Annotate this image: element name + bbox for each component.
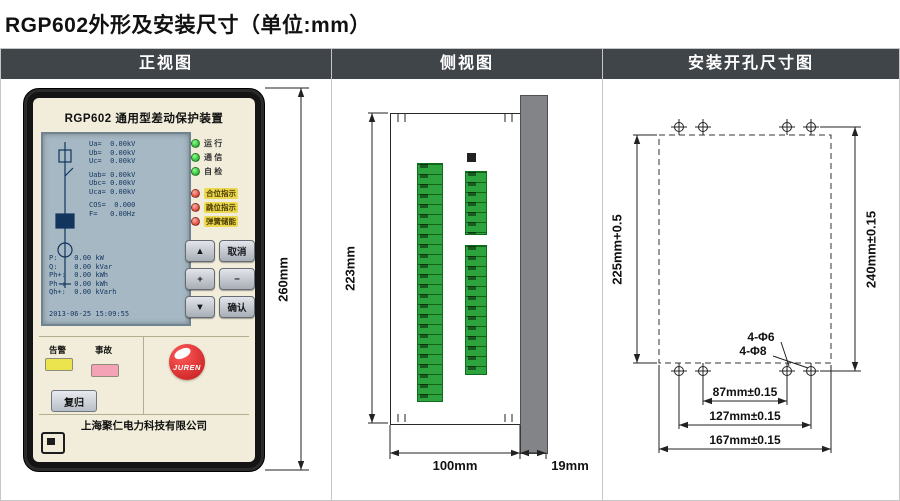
device-face: RGP602 通用型差动保护装置 xyxy=(33,98,255,462)
page-title: RGP602外形及安装尺寸（单位:mm） xyxy=(5,14,371,37)
oneline-diagram xyxy=(55,142,75,288)
front-bezel-side xyxy=(520,95,548,454)
dim-panel-thickness: 19mm xyxy=(551,458,589,473)
divider-line xyxy=(143,336,144,414)
led-run-dot xyxy=(191,138,200,148)
panel-cutout-header: 安装开孔尺寸图 xyxy=(603,49,899,79)
lcd-datetime: 2013-06-25 15:09:55 xyxy=(49,310,130,318)
alarm-label: 告警 xyxy=(49,345,67,355)
dim-side-depth: 100mm xyxy=(432,458,478,473)
device-lcd-screen: Ua= 0.00kV Ub= 0.00kV Uc= 0.00kV Uab= 0.… xyxy=(41,132,191,326)
terminal-block-upper-right xyxy=(465,171,487,235)
button-confirm: 确认 xyxy=(219,296,255,318)
lcd-line: Q: 0.00 kVar xyxy=(49,262,113,271)
terminal-block-lower-right xyxy=(465,245,487,375)
led-spring-label: 弹簧储能 xyxy=(204,215,238,227)
led-trip-position: 跳位指示 xyxy=(191,201,238,213)
cutout-drawing: 225mm+0.5 240mm±0.15 87mm±0.15 127mm±0.1… xyxy=(603,79,899,500)
lcd-phase-voltages: Ua= 0.00kV Ub= 0.00kV Uc= 0.00kV xyxy=(89,140,135,166)
lcd-line: Ph+: 0.00 kWh xyxy=(49,271,109,279)
led-selfcheck-dot xyxy=(191,166,200,176)
button-up: ▲ xyxy=(185,240,215,262)
company-name: 上海聚仁电力科技有限公司 xyxy=(81,420,207,432)
dim-hole-spacing-2: 127mm±0.15 xyxy=(709,409,781,423)
juren-logo: JUREN xyxy=(169,344,205,380)
led-close-label: 合位指示 xyxy=(204,187,238,199)
panels-container: 正视图 RGP602 通用型差动保护装置 xyxy=(0,48,900,501)
led-spring-dot xyxy=(191,216,200,226)
side-view-drawing: 223mm 100mm 19mm xyxy=(332,79,602,500)
panel-front-view: 正视图 RGP602 通用型差动保护装置 xyxy=(1,49,331,500)
lcd-cos-freq: COS= 0.000 F= 0.00Hz xyxy=(89,201,135,218)
device-model-title: RGP602 通用型差动保护装置 xyxy=(64,113,224,125)
led-spring-charged: 弹簧储能 xyxy=(191,215,238,227)
lcd-line: Ubc= 0.00kV xyxy=(89,179,136,187)
lcd-line: P: 0.00 kW xyxy=(49,254,104,262)
lcd-measurements: Ua= 0.00kV Ub= 0.00kV Uc= 0.00kV Uab= 0.… xyxy=(89,140,135,223)
divider-line xyxy=(39,336,249,337)
lcd-line: COS= 0.000 xyxy=(89,201,136,209)
dim-hole-spacing-3: 167mm±0.15 xyxy=(709,433,781,447)
fault-label: 事故 xyxy=(95,345,113,355)
lcd-line: Ph-: 0.00 kWh xyxy=(49,279,109,288)
button-minus: − xyxy=(219,268,255,290)
panel-side-view: 侧视图 223mm 100mm 19mm xyxy=(331,49,602,500)
label-hole-small: 4-Φ6 xyxy=(747,330,775,344)
front-view-drawing: RGP602 通用型差动保护装置 xyxy=(1,79,331,500)
button-plus: + xyxy=(185,268,215,290)
led-selfcheck: 自 检 xyxy=(191,166,222,176)
panel-cutout-view: 安装开孔尺寸图 225mm+0.5 240mm±0.15 87mm±0.15 1… xyxy=(602,49,899,500)
fault-lamp xyxy=(91,364,119,377)
dim-hole-spacing-1: 87mm±0.15 xyxy=(712,385,778,399)
led-selfcheck-label: 自 检 xyxy=(204,166,223,176)
connector-block xyxy=(467,153,476,162)
lcd-line: Uc= 0.00kV xyxy=(89,157,136,165)
dim-hole-v-spacing: 240mm±0.15 xyxy=(863,210,879,289)
led-close-position: 合位指示 xyxy=(191,187,238,199)
device-side-body xyxy=(390,113,522,425)
device-front: RGP602 通用型差动保护装置 xyxy=(23,88,265,472)
divider-line xyxy=(39,414,249,415)
lcd-line: Qh+: 0.00 kVarh xyxy=(49,288,117,296)
dim-cutout-height: 225mm+0.5 xyxy=(609,214,625,285)
lcd-line: Ua= 0.00kV xyxy=(89,140,136,148)
panel-front-header: 正视图 xyxy=(1,49,331,79)
led-close-dot xyxy=(191,188,200,198)
led-comm-label: 通 信 xyxy=(204,152,223,162)
led-trip-label: 跳位指示 xyxy=(204,201,238,213)
panel-side-header: 侧视图 xyxy=(332,49,602,79)
led-trip-dot xyxy=(191,202,200,212)
button-cancel: 取消 xyxy=(219,240,255,262)
lcd-line-voltages: Uab= 0.00kV Ubc= 0.00kV Uca= 0.00kV xyxy=(89,171,135,197)
label-hole-large: 4-Φ8 xyxy=(739,344,767,358)
terminal-block-left xyxy=(417,163,443,402)
led-run-label: 运 行 xyxy=(204,138,223,148)
lcd-power-energy: P: 0.00 kW Q: 0.00 kVar Ph+: 0.00 kWh Ph… xyxy=(49,254,116,297)
dim-side-height: 223mm xyxy=(342,246,358,291)
led-comm-dot xyxy=(191,152,200,162)
lcd-line: Uab= 0.00kV xyxy=(89,170,136,179)
lcd-line: Uca= 0.00kV xyxy=(89,187,136,196)
alarm-lamp xyxy=(45,358,73,371)
reset-button: 复归 xyxy=(51,390,97,412)
juren-logo-text: JUREN xyxy=(173,363,201,372)
led-run: 运 行 xyxy=(191,138,222,148)
dim-front-height: 260mm xyxy=(275,257,291,302)
button-down: ▼ xyxy=(185,296,215,318)
led-comm: 通 信 xyxy=(191,152,222,162)
usb-port-icon xyxy=(41,432,65,454)
lcd-line: Ub= 0.00kV xyxy=(89,148,136,157)
lcd-line: F= 0.00Hz xyxy=(89,209,136,218)
